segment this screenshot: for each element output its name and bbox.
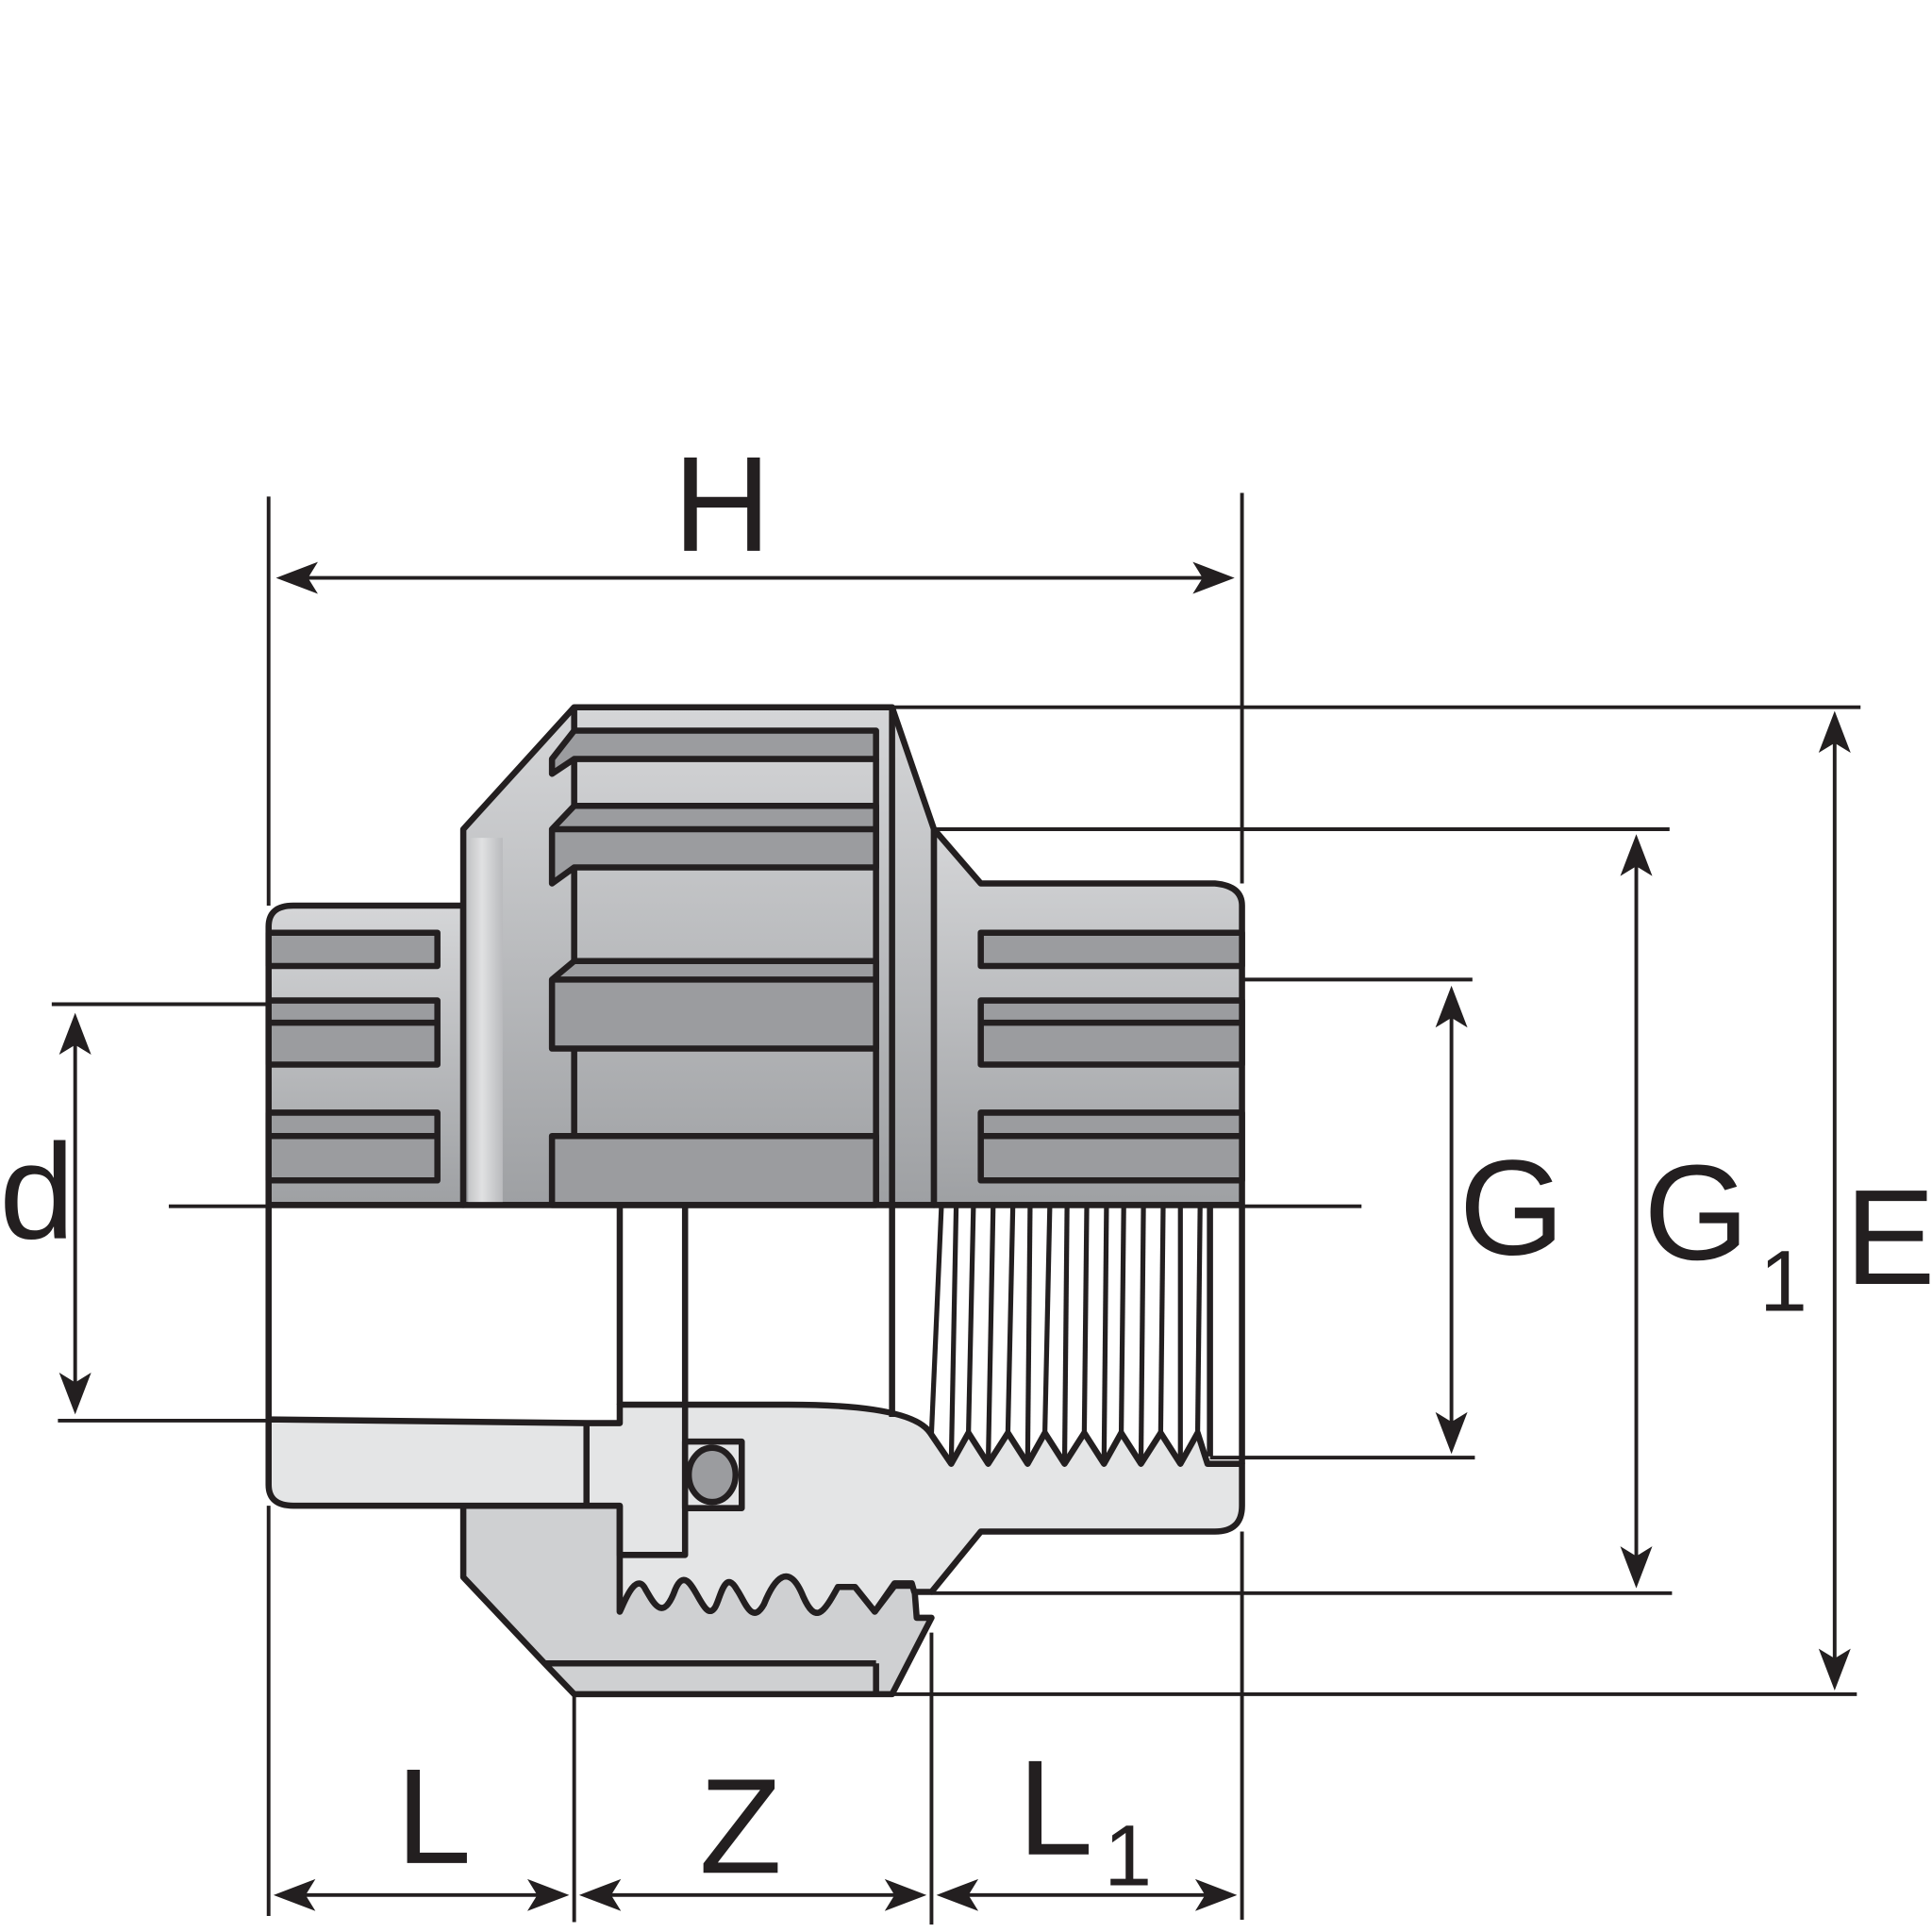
nut-bands [548,707,879,1208]
label-L1: L [1018,1733,1093,1884]
label-L: L [396,1741,472,1892]
arrowheads [58,561,1851,1911]
label-H: H [674,429,772,580]
left-bands [265,929,441,1184]
label-d: d [0,1117,75,1268]
bore-lines [265,1202,1245,1464]
dimension-lines [51,492,1861,1925]
lower-body [265,1401,1245,1616]
right-bands [977,929,1245,1184]
label-Z: Z [699,1751,782,1902]
label-L1-subscript: 1 [1104,1807,1152,1904]
label-E: E [1845,1162,1932,1313]
union-nut-upper [459,704,938,1208]
oring-icon [685,1444,740,1506]
internal-thread-lines [928,1207,1203,1464]
label-G: G [1459,1133,1565,1284]
label-G1-subscript: 1 [1759,1234,1807,1330]
label-G1: G [1643,1138,1749,1289]
nut-bevel-highlight [468,838,503,1203]
